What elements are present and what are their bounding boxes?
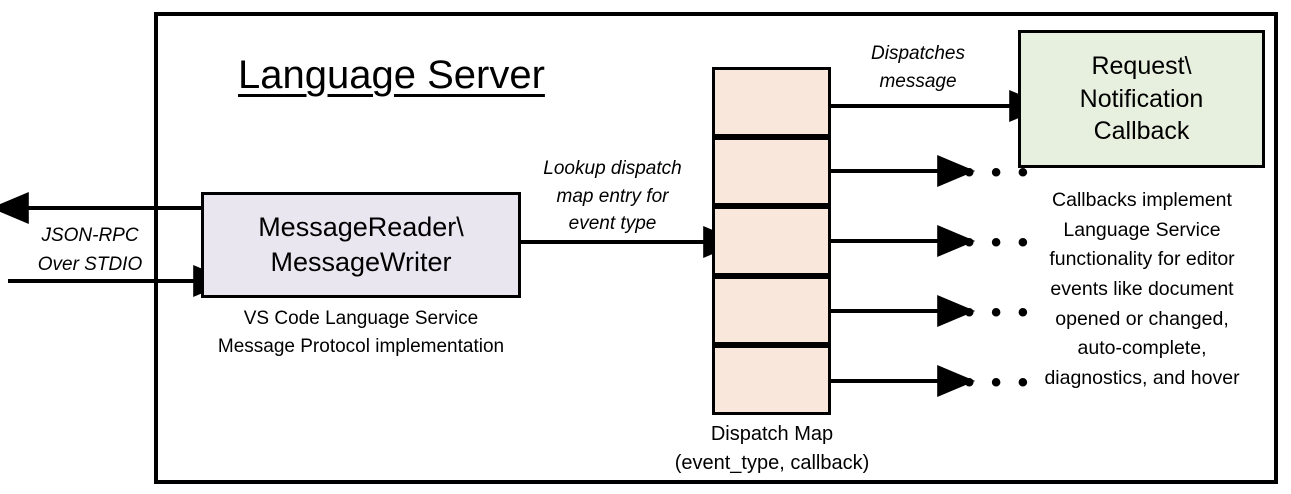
dispatch-map-row-3[interactable]	[712, 206, 831, 276]
dispatches-label-line-2: message	[879, 70, 957, 92]
dispatch-row-4-ellipsis: • • •	[964, 296, 1033, 329]
reader-writer-line-1: MessageReader\	[258, 212, 464, 243]
reader-writer-line-2: MessageWriter	[270, 247, 452, 277]
lookup-dispatch-label: Lookup dispatch map entry for event type	[515, 155, 710, 238]
jsonrpc-label-line-1: JSON-RPC	[41, 225, 139, 246]
jsonrpc-label-line-2: Over STDIO	[37, 253, 143, 275]
dispatch-map-row-5[interactable]	[712, 345, 831, 415]
dispatch-caption-line-2: (event_type, callback)	[674, 452, 870, 474]
dispatch-row-5-ellipsis: • • •	[964, 366, 1033, 399]
reader-caption-line-2: Message Protocol implementation	[217, 335, 505, 357]
lookup-label-line-3: event type	[568, 213, 657, 235]
callback-caption-line-1: Callbacks implement	[1052, 189, 1232, 211]
request-notification-callback-node[interactable]: Request\ Notification Callback	[1018, 30, 1265, 168]
dispatches-message-label: Dispatches message	[838, 40, 998, 95]
callback-caption-line-5: opened or changed,	[1055, 307, 1229, 330]
dispatch-row-3-ellipsis: • • •	[964, 226, 1033, 259]
callback-line-3: Callback	[1093, 117, 1190, 146]
jsonrpc-transport-label: JSON-RPC Over STDIO	[20, 222, 160, 279]
dispatch-map-table[interactable]	[712, 67, 831, 415]
callback-caption-line-7: diagnostics, and hover	[1044, 366, 1240, 389]
callback-line-1: Request\	[1091, 52, 1192, 81]
dispatch-map-row-2[interactable]	[712, 136, 831, 207]
message-reader-writer-caption: VS Code Language Service Message Protoco…	[201, 305, 521, 360]
callback-caption-line-2: Language Service	[1063, 218, 1221, 241]
callback-caption-line-3: functionality for editor	[1049, 248, 1235, 271]
callback-caption-line-4: events like document	[1050, 277, 1234, 300]
dispatch-row-2-ellipsis: • • •	[964, 156, 1033, 189]
callback-caption-line-6: auto-complete,	[1077, 337, 1207, 360]
lookup-label-line-1: Lookup dispatch	[543, 158, 682, 179]
callback-line-2: Notification	[1079, 84, 1204, 113]
language-server-boundary	[154, 12, 1278, 484]
lookup-label-line-2: map entry for	[556, 185, 669, 207]
callback-description: Callbacks implement Language Service fun…	[1012, 186, 1272, 393]
dispatch-map-row-1[interactable]	[712, 67, 831, 137]
message-reader-writer-node[interactable]: MessageReader\ MessageWriter	[201, 192, 521, 298]
page-title: Language Server	[238, 53, 545, 97]
dispatch-map-caption: Dispatch Map (event_type, callback)	[640, 420, 904, 478]
dispatches-label-line-1: Dispatches	[871, 43, 965, 64]
dispatch-caption-line-1: Dispatch Map	[710, 423, 834, 445]
reader-caption-line-1: VS Code Language Service	[243, 308, 479, 329]
dispatch-map-row-4[interactable]	[712, 275, 831, 346]
